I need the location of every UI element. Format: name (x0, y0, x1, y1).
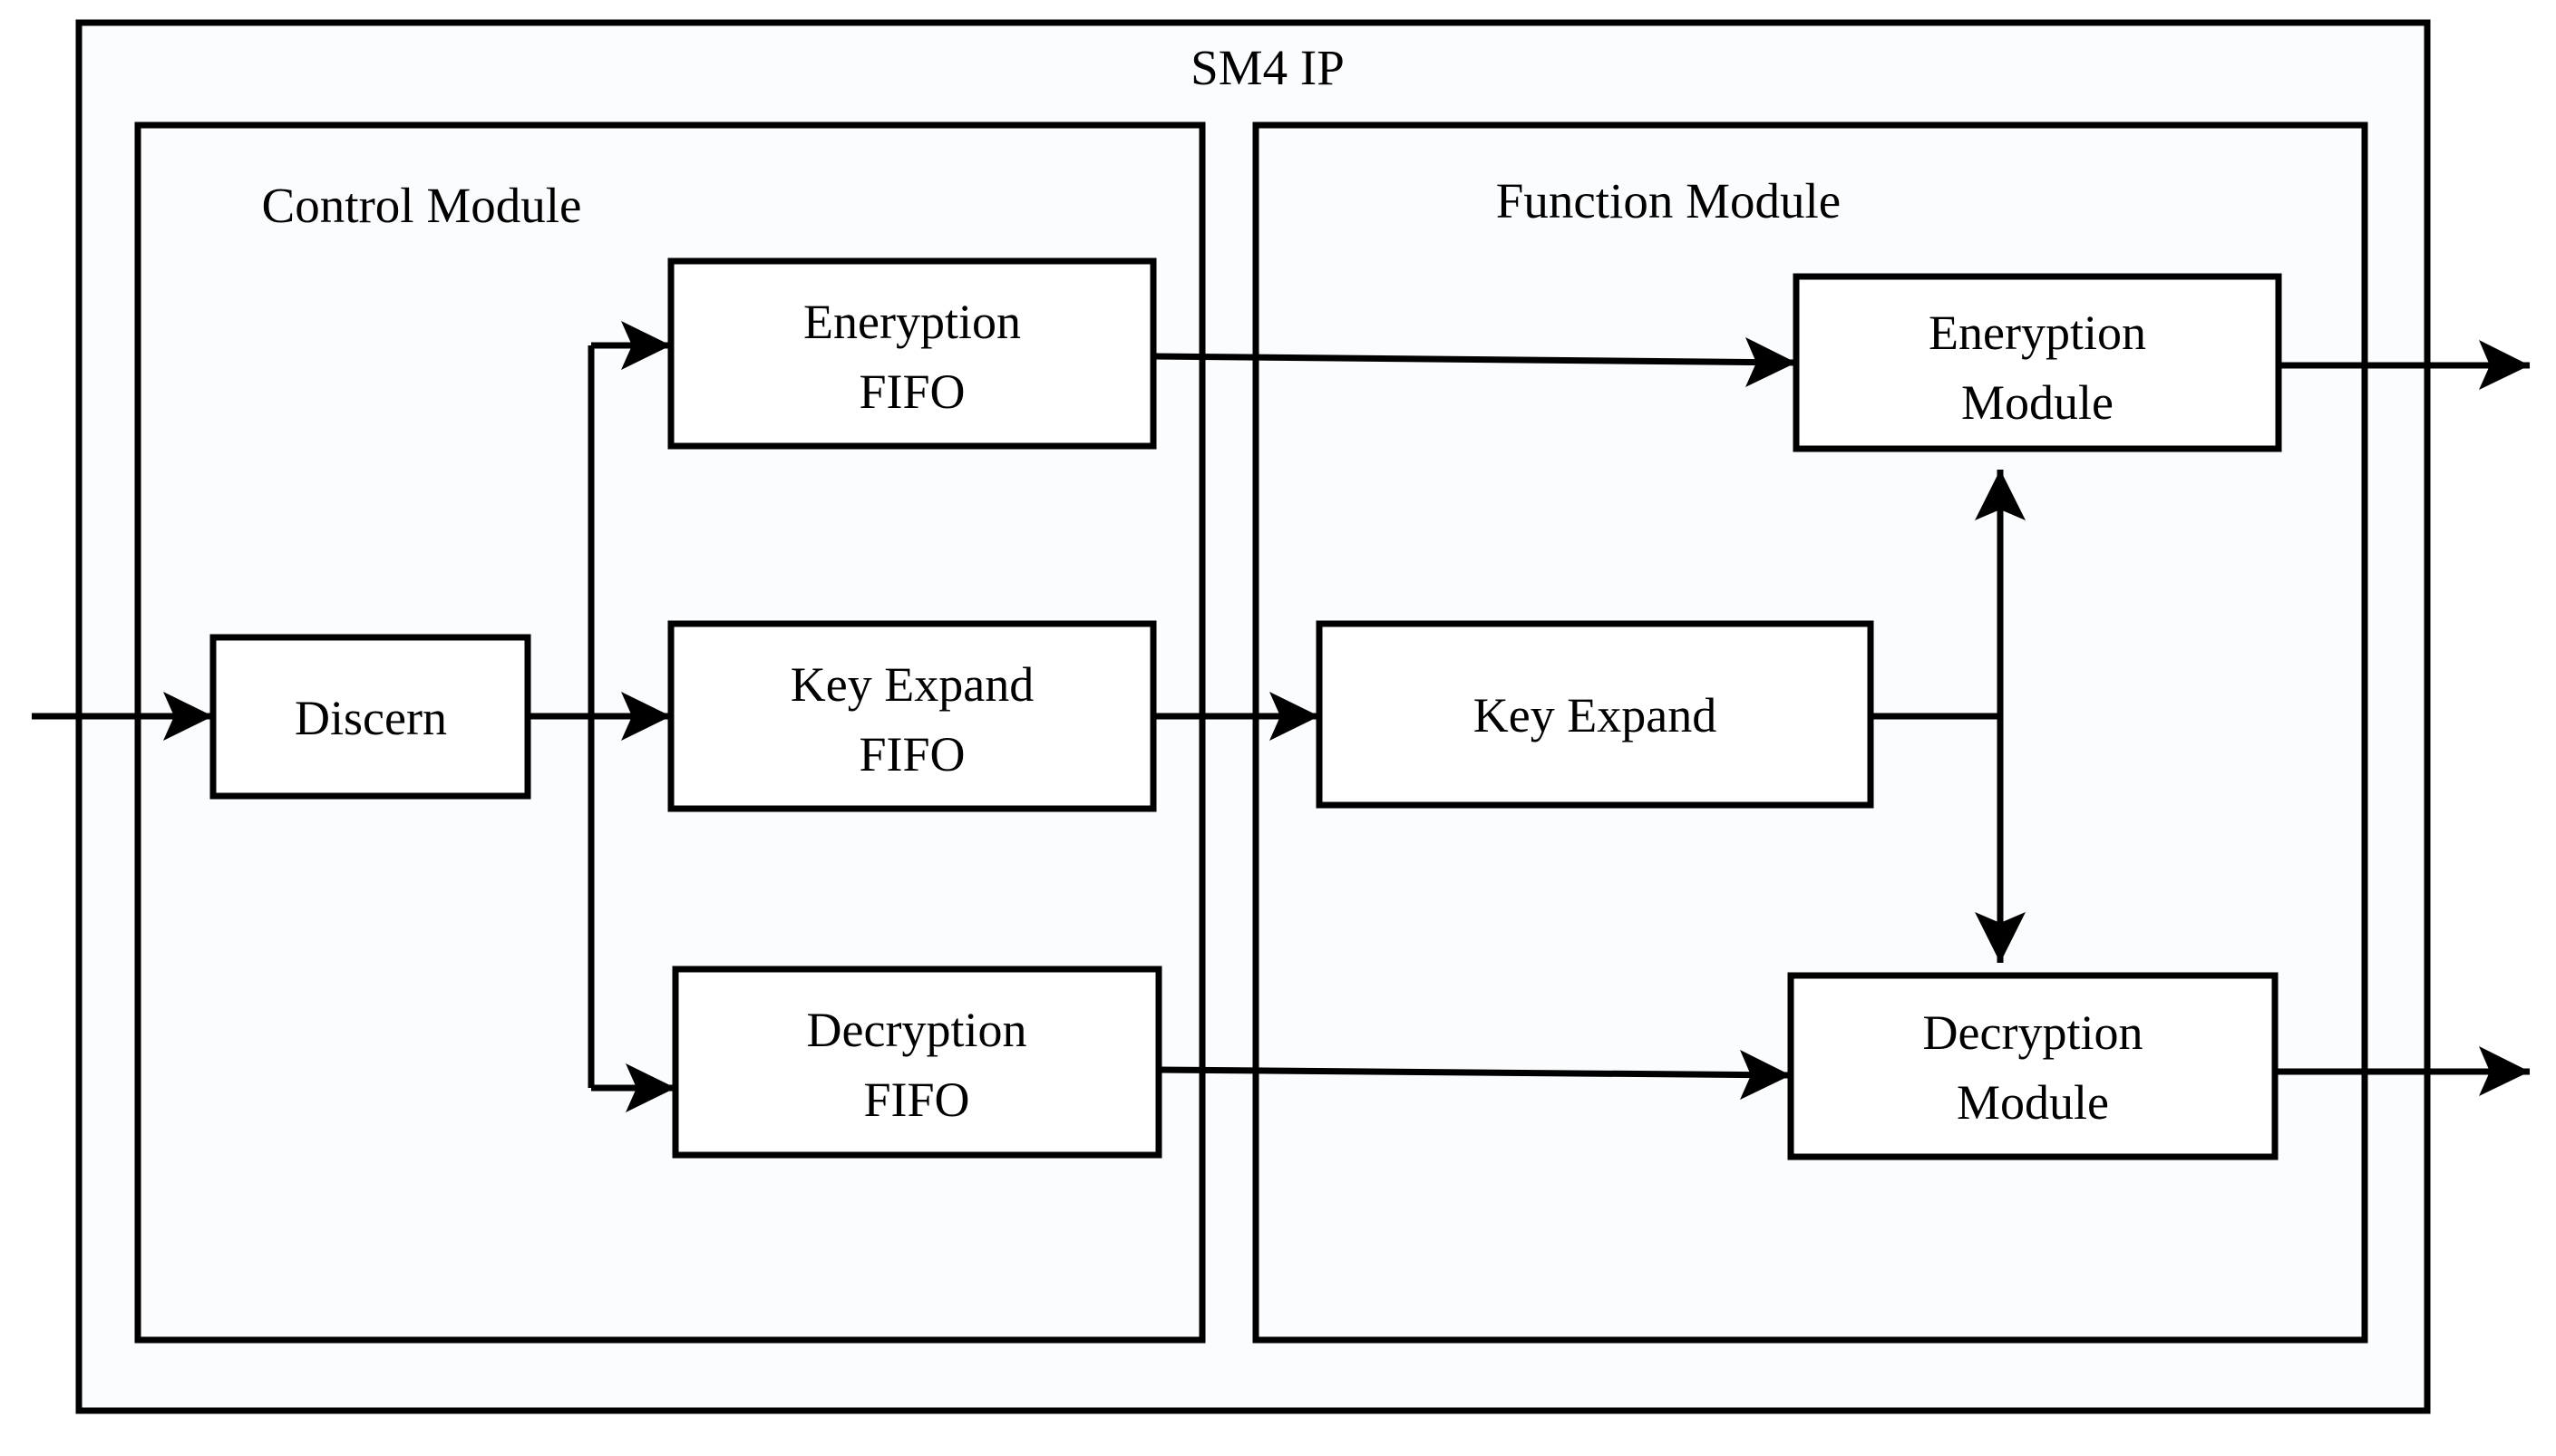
diagram-title: SM4 IP (1191, 40, 1345, 95)
block-label-encryption-module-line1: Eneryption (1929, 306, 2146, 360)
arrowhead-icon (163, 692, 213, 741)
arrowhead-icon (621, 321, 671, 370)
connection-encryption-fifo-to-encryption-module (1152, 337, 1797, 387)
block-key-expand-fifo (667, 620, 1157, 812)
block-label-key-expand: Key Expand (1473, 688, 1716, 743)
block-label-decryption-module-line2: Module (1957, 1075, 2109, 1130)
block-label-encryption-module-line2: Module (1961, 375, 2114, 430)
block-label-discern: Discern (295, 691, 447, 745)
block-label-key-expand-fifo-line2: FIFO (859, 727, 965, 781)
block-decryption-module (1787, 972, 2279, 1160)
connection-key-expand-distribution (1871, 470, 2026, 963)
block-decryption-fifo (672, 966, 1162, 1159)
block-encryption-module (1793, 273, 2282, 452)
arrowhead-icon (2479, 1046, 2530, 1096)
arrowhead-icon (1975, 912, 2026, 963)
block-label-key-expand-fifo-line1: Key Expand (791, 657, 1034, 712)
connection-input-to-discern (32, 692, 213, 741)
arrowhead-icon (2479, 340, 2530, 390)
connection-decryption-fifo-to-decryption-module (1158, 1050, 1792, 1100)
arrowhead-icon (1269, 692, 1319, 741)
arrowhead-icon (621, 692, 671, 741)
arrowhead-icon (1975, 470, 2026, 520)
arrowhead-icon (626, 1063, 675, 1112)
block-label-encryption-fifo-line1: Eneryption (803, 295, 1021, 349)
arrowhead-icon (1740, 1050, 1791, 1100)
section-label-function-module: Function Module (1496, 173, 1841, 228)
block-encryption-fifo (667, 257, 1157, 450)
connection-discern-to-encryption-fifo (591, 321, 671, 370)
section-label-control-module: Control Module (262, 178, 582, 233)
arrowhead-icon (1745, 337, 1796, 387)
block-discern (209, 634, 531, 800)
connection-decryption-module-output (2275, 1046, 2530, 1096)
connection-key-expand-fifo-to-key-expand (1153, 692, 1319, 741)
connection-encryption-module-output (2279, 340, 2530, 390)
block-label-decryption-module-line1: Decryption (1923, 1005, 2143, 1060)
block-label-decryption-fifo-line1: Decryption (807, 1003, 1027, 1057)
connection-discern-to-decryption-fifo (591, 1063, 675, 1112)
block-label-encryption-fifo-line2: FIFO (859, 364, 965, 419)
block-key-expand (1316, 620, 1874, 809)
connection-discern-to-key-expand-fifo (591, 692, 671, 741)
block-label-decryption-fifo-line2: FIFO (863, 1073, 969, 1127)
